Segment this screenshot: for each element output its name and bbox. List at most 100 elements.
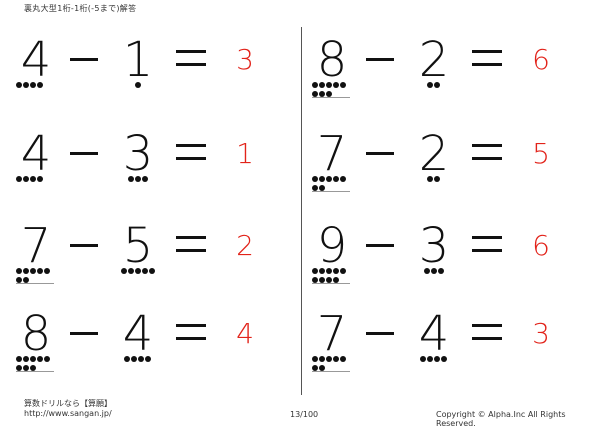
counting-dot bbox=[37, 356, 43, 362]
answer-value: 5 bbox=[532, 137, 550, 170]
counting-dot bbox=[16, 176, 22, 182]
dot-row bbox=[420, 356, 447, 363]
counting-dot bbox=[312, 277, 318, 283]
counting-dot bbox=[23, 277, 29, 283]
subtrahend: 3 bbox=[122, 126, 154, 182]
equals-sign bbox=[176, 324, 206, 342]
counting-dot bbox=[23, 365, 29, 371]
dot-row bbox=[16, 277, 54, 284]
dot-row bbox=[16, 176, 43, 183]
dot-counter bbox=[427, 176, 440, 185]
counting-dot bbox=[326, 356, 332, 362]
counting-dot bbox=[340, 268, 346, 274]
dot-counter bbox=[312, 356, 350, 372]
footer-url[interactable]: http://www.sangan.jp/ bbox=[24, 409, 112, 418]
dot-counter bbox=[312, 176, 350, 192]
counting-dot bbox=[319, 365, 325, 371]
counting-dot bbox=[148, 268, 155, 274]
equals-sign bbox=[472, 324, 502, 342]
dot-row bbox=[134, 82, 141, 89]
dot-row bbox=[312, 365, 350, 372]
dot-underline bbox=[312, 371, 350, 372]
dot-counter bbox=[124, 356, 151, 365]
dot-underline bbox=[312, 283, 350, 284]
counting-dot bbox=[30, 176, 36, 182]
equals-sign bbox=[176, 50, 206, 68]
subtrahend: 1 bbox=[122, 32, 154, 88]
minuend: 7 bbox=[316, 126, 348, 182]
dot-row bbox=[124, 356, 151, 363]
dot-counter bbox=[127, 176, 148, 185]
counting-dot bbox=[30, 365, 36, 371]
counting-dot bbox=[16, 268, 22, 274]
dot-row bbox=[312, 185, 350, 192]
minus-sign bbox=[70, 58, 98, 61]
counting-dot bbox=[326, 176, 332, 182]
subtrahend: 5 bbox=[122, 218, 154, 274]
dot-row bbox=[16, 356, 54, 363]
minus-sign bbox=[366, 332, 394, 335]
column-divider bbox=[301, 27, 302, 395]
dot-counter bbox=[134, 82, 141, 91]
counting-dot bbox=[312, 91, 318, 97]
dot-counter bbox=[16, 176, 43, 185]
dot-counter bbox=[427, 82, 440, 91]
dot-row bbox=[427, 82, 440, 89]
counting-dot bbox=[427, 356, 433, 362]
subtrahend: 4 bbox=[122, 306, 154, 362]
counting-dot bbox=[319, 82, 325, 88]
counting-dot bbox=[430, 268, 437, 274]
minuend: 4 bbox=[20, 32, 52, 88]
counting-dot bbox=[127, 268, 134, 274]
counting-dot bbox=[319, 91, 325, 97]
dot-underline bbox=[16, 371, 54, 372]
counting-dot bbox=[134, 82, 141, 88]
minus-sign bbox=[366, 58, 394, 61]
equals-sign bbox=[176, 236, 206, 254]
counting-dot bbox=[44, 268, 50, 274]
counting-dot bbox=[420, 356, 426, 362]
counting-dot bbox=[145, 356, 151, 362]
counting-dot bbox=[434, 356, 440, 362]
dot-row bbox=[127, 176, 148, 183]
counting-dot bbox=[312, 356, 318, 362]
counting-dot bbox=[16, 356, 22, 362]
counting-dot bbox=[427, 176, 433, 182]
counting-dot bbox=[312, 176, 318, 182]
subtrahend: 4 bbox=[418, 306, 450, 362]
dot-underline bbox=[312, 191, 350, 192]
dot-counter bbox=[16, 82, 43, 91]
counting-dot bbox=[37, 82, 43, 88]
minuend: 7 bbox=[20, 218, 52, 274]
counting-dot bbox=[427, 82, 433, 88]
counting-dot bbox=[131, 356, 137, 362]
counting-dot bbox=[30, 268, 36, 274]
dot-row bbox=[312, 176, 350, 183]
counting-dot bbox=[23, 82, 29, 88]
counting-dot bbox=[16, 82, 22, 88]
equals-sign bbox=[176, 144, 206, 162]
dot-counter bbox=[312, 268, 350, 284]
answer-value: 3 bbox=[236, 43, 254, 76]
counting-dot bbox=[333, 82, 339, 88]
counting-dot bbox=[340, 82, 346, 88]
answer-value: 3 bbox=[532, 317, 550, 350]
dot-row bbox=[423, 268, 444, 275]
minus-sign bbox=[70, 152, 98, 155]
dot-row bbox=[16, 82, 43, 89]
counting-dot bbox=[340, 356, 346, 362]
counting-dot bbox=[312, 82, 318, 88]
dot-row bbox=[120, 268, 155, 275]
footer-brand-text: 算数ドリルなら【算願】 bbox=[24, 399, 112, 408]
counting-dot bbox=[326, 277, 332, 283]
counting-dot bbox=[423, 268, 430, 274]
counting-dot bbox=[441, 356, 447, 362]
dot-row bbox=[312, 356, 350, 363]
subtrahend: 2 bbox=[418, 32, 450, 88]
counting-dot bbox=[120, 268, 127, 274]
counting-dot bbox=[127, 176, 134, 182]
